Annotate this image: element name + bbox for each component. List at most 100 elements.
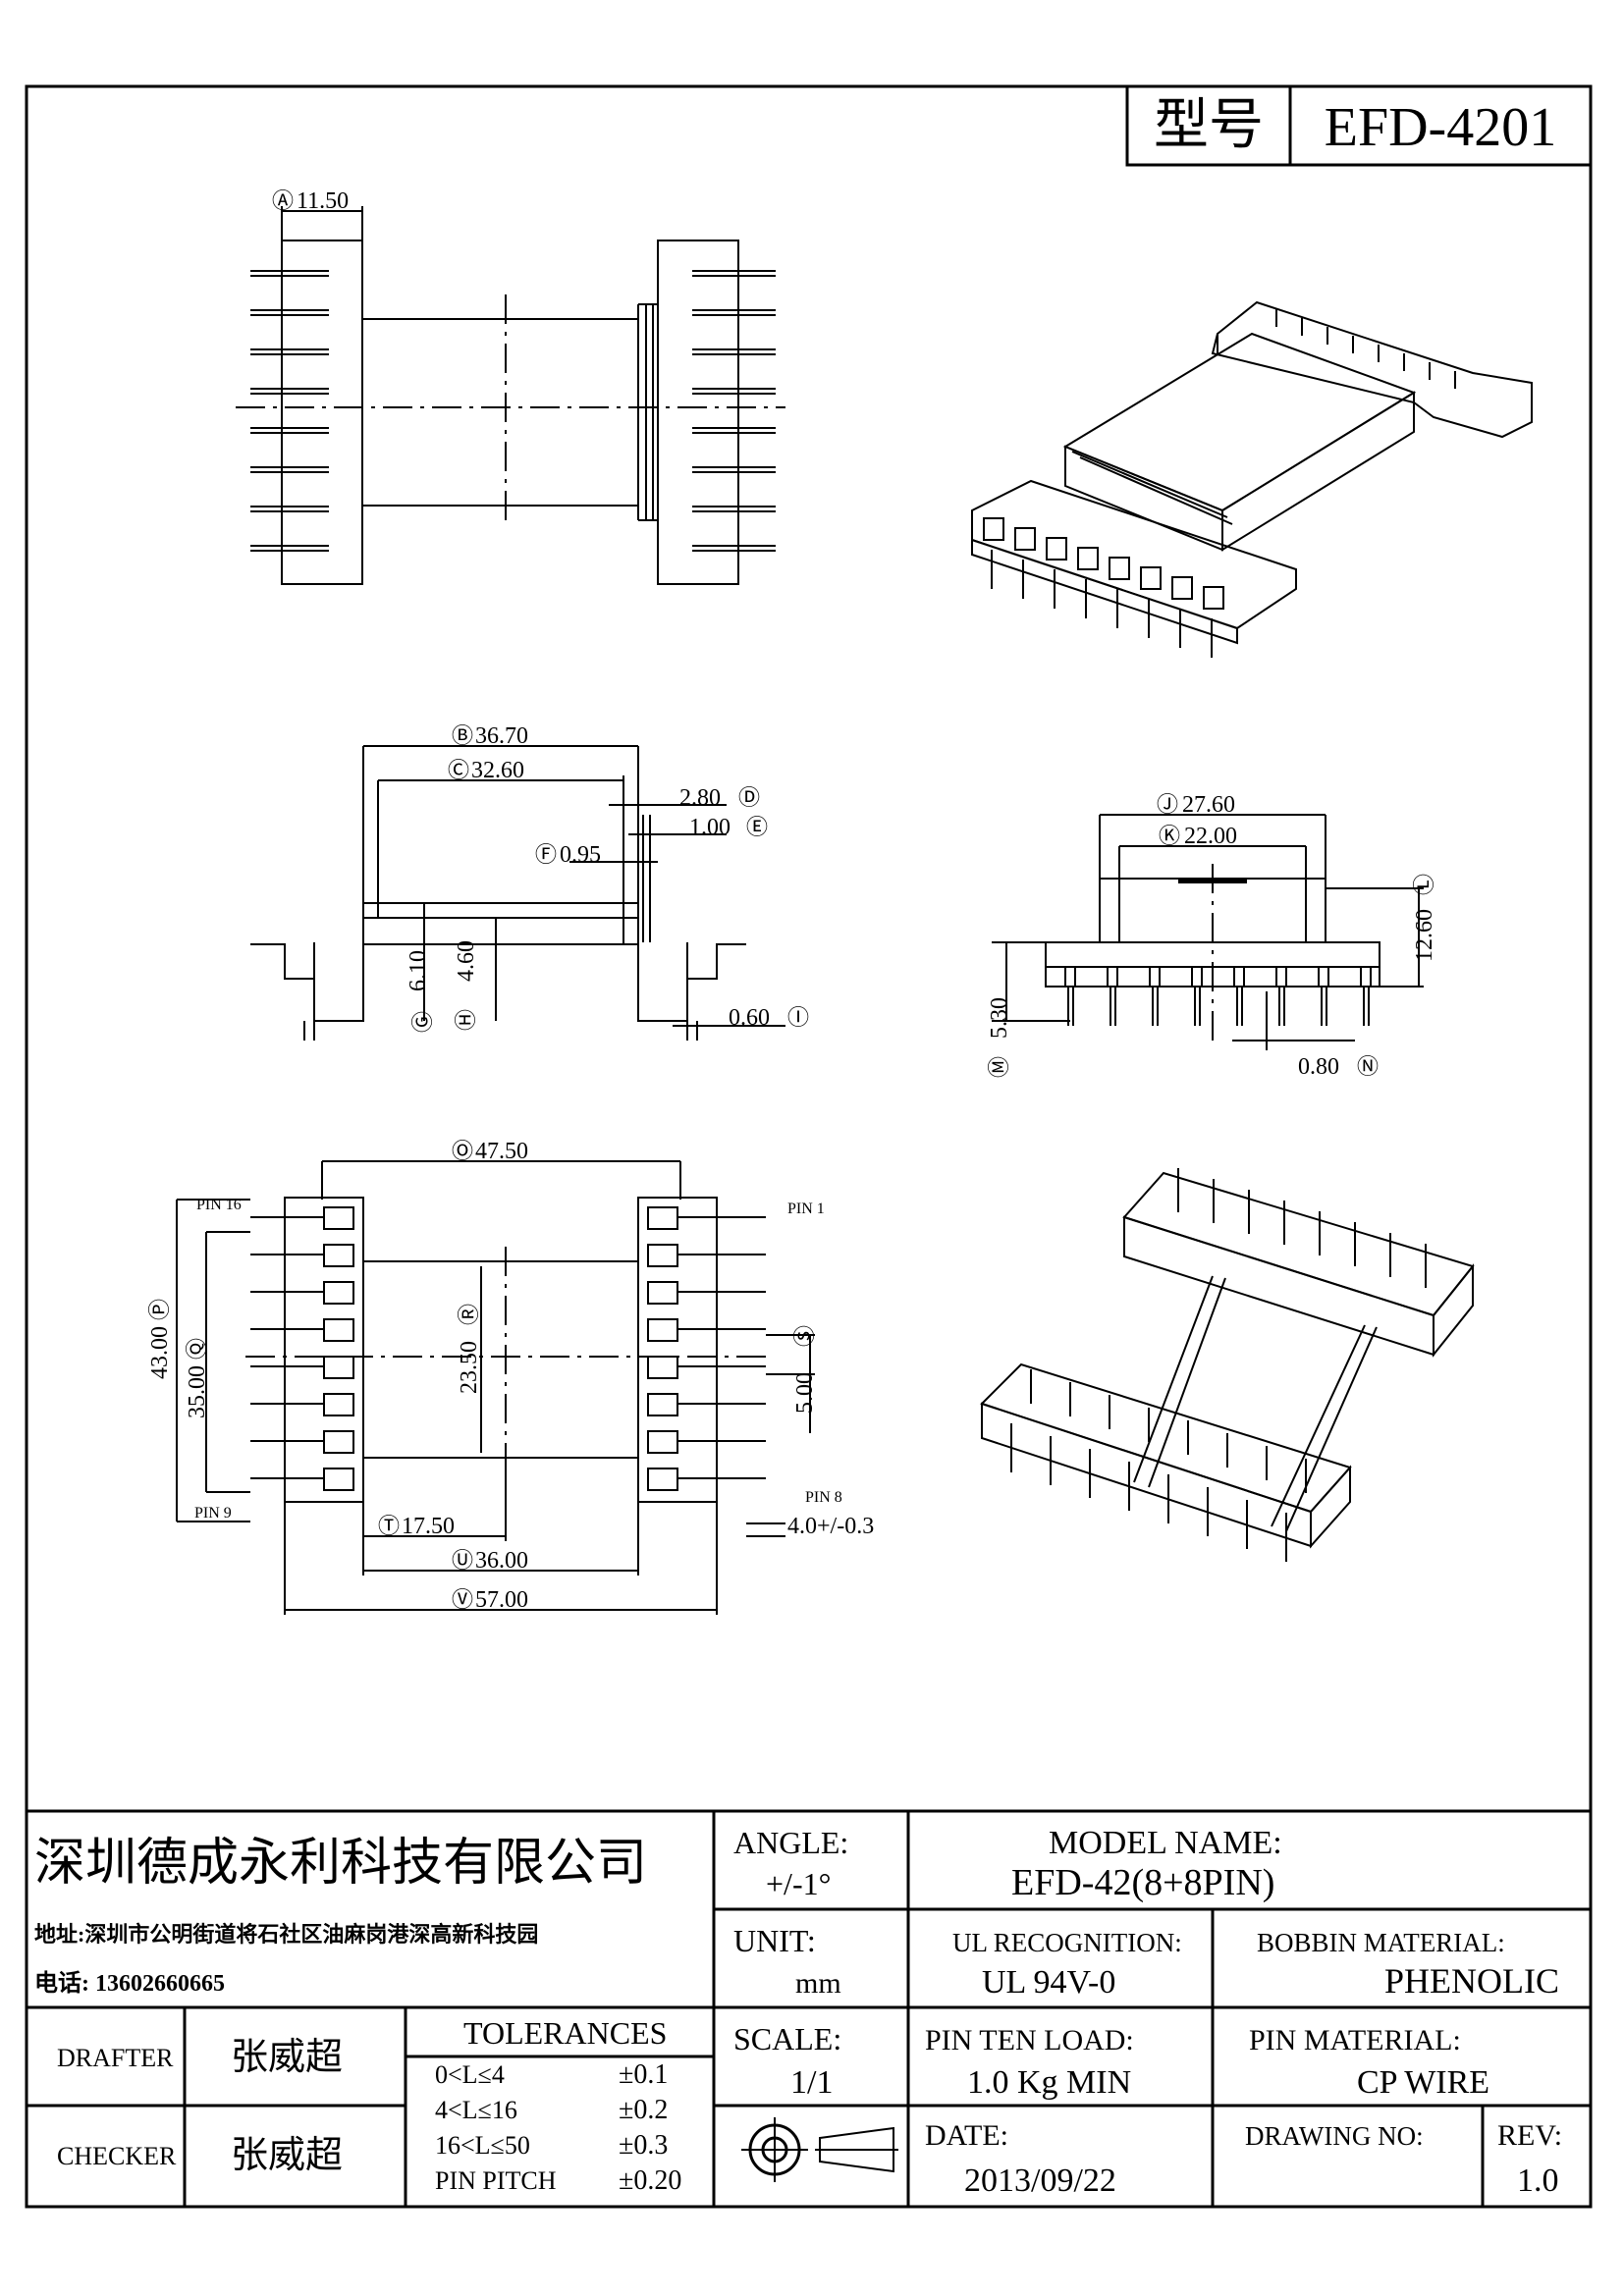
angle-value: +/-1° (766, 1866, 831, 1901)
iso1-front-slot-4 (1077, 547, 1099, 570)
pin1-label: PIN 1 (787, 1201, 825, 1217)
dim-L-mark: Ⓛ (1412, 874, 1436, 895)
unit-value: mm (795, 1967, 841, 2000)
dim-S-mark: Ⓢ (792, 1325, 817, 1347)
iso1-front-slot-3 (1046, 537, 1067, 561)
dim-pin-tol: 4.0+/-0.3 (787, 1514, 874, 1539)
drafter-name: 张威超 (231, 2037, 343, 2078)
dim-L-value: 12.60 (1412, 909, 1437, 962)
end-pin-slot-1 (1064, 966, 1076, 988)
tol-value-4: ±0.20 (619, 2165, 681, 2196)
title-block (27, 1809, 1591, 2207)
bottom-pad-right-5 (647, 1356, 678, 1379)
dim-M-mark: Ⓜ (987, 1056, 1011, 1078)
dim-U-mark: Ⓤ (452, 1548, 473, 1573)
bobbin-material-value: PHENOLIC (1384, 1961, 1559, 2001)
end-pin-slot-3 (1149, 966, 1161, 988)
dim-A-mark: Ⓐ (272, 188, 294, 213)
scale-value: 1/1 (790, 2064, 833, 2101)
bottom-pad-right-1 (647, 1206, 678, 1230)
dim-C-value: 32.60 (471, 758, 524, 783)
dim-S-value: 5.00 (792, 1372, 818, 1414)
date-value: 2013/09/22 (964, 2163, 1116, 2199)
dim-E-value: 1.00 (689, 815, 731, 840)
end-pin-slot-6 (1275, 966, 1287, 988)
bottom-view (176, 1160, 815, 1615)
bottom-pad-right-7 (647, 1430, 678, 1454)
bottom-pad-right-6 (647, 1393, 678, 1416)
dim-B-value: 36.70 (475, 723, 528, 749)
pin-ten-load-label: PIN TEN LOAD: (925, 2024, 1134, 2056)
dim-Q-mark: Ⓠ (185, 1338, 209, 1360)
bottom-pad-left-6 (323, 1393, 354, 1416)
unit-label: UNIT: (733, 1923, 816, 1958)
dim-O-mark: Ⓞ (452, 1139, 473, 1163)
dim-P-mark: Ⓟ (147, 1299, 172, 1320)
angle-label: ANGLE: (733, 1825, 848, 1860)
end-pin-slot-5 (1233, 966, 1245, 988)
bottom-pad-left-7 (323, 1430, 354, 1454)
dim-R-value: 23.50 (457, 1341, 482, 1394)
end-pin-slot-2 (1107, 966, 1118, 988)
drafter-label: DRAFTER (57, 2044, 174, 2072)
dim-M-value: 5.30 (987, 997, 1012, 1039)
bobbin-material-label: BOBBIN MATERIAL: (1257, 1928, 1505, 1957)
isometric-view-top (971, 300, 1533, 658)
pin-material-value: CP WIRE (1357, 2064, 1489, 2101)
date-label: DATE: (925, 2119, 1008, 2152)
bottom-pad-right-2 (647, 1244, 678, 1267)
dim-A-value: 11.50 (297, 188, 349, 214)
end-view (992, 814, 1424, 1050)
bottom-pad-left-1 (323, 1206, 354, 1230)
top-view (236, 206, 785, 585)
tol-range-4: PIN PITCH (435, 2166, 557, 2195)
tol-value-2: ±0.2 (619, 2095, 668, 2125)
ul-recognition-label: UL RECOGNITION: (952, 1928, 1182, 1957)
sheet-border (25, 84, 1593, 2209)
dim-I-value: 0.60 (729, 1005, 770, 1031)
rev-label: REV: (1497, 2119, 1562, 2152)
dim-F-mark: Ⓕ (535, 842, 557, 867)
dim-R-mark: Ⓡ (457, 1304, 481, 1325)
dim-J-mark: Ⓙ (1157, 792, 1178, 817)
bottom-pad-right-4 (647, 1318, 678, 1342)
part-number-box: 型号 EFD-4201 (1125, 84, 1593, 167)
dim-G-value: 6.10 (406, 950, 431, 991)
dim-V-value: 57.00 (475, 1587, 528, 1613)
bottom-pad-left-5 (323, 1356, 354, 1379)
tol-value-1: ±0.1 (619, 2059, 668, 2090)
end-pin-slot-4 (1191, 966, 1203, 988)
dim-U-value: 36.00 (475, 1548, 528, 1574)
dim-T-mark: Ⓣ (378, 1514, 400, 1538)
end-pin-slot-8 (1360, 966, 1372, 988)
part-number-label: 型号 (1154, 95, 1264, 156)
dim-Q-value: 35.00 (185, 1365, 210, 1418)
company-name: 深圳德成永利科技有限公司 (34, 1836, 647, 1892)
company-phone: 电话: 13602660665 (34, 1970, 225, 1997)
part-number-value: EFD-4201 (1325, 97, 1556, 158)
scale-label: SCALE: (733, 2021, 841, 2056)
dim-G-mark: Ⓖ (410, 1011, 435, 1033)
iso1-front-slot-7 (1171, 576, 1193, 600)
dim-K-value: 22.00 (1184, 824, 1237, 849)
model-name-value: EFD-42(8+8PIN) (1011, 1862, 1274, 1903)
iso1-front-slot-1 (983, 517, 1004, 541)
checker-label: CHECKER (57, 2142, 177, 2170)
company-address: 地址:深圳市公明街道将石社区油麻岗港深高新科技园 (34, 1922, 538, 1947)
dim-O-value: 47.50 (475, 1139, 528, 1164)
dim-N-value: 0.80 (1298, 1054, 1339, 1080)
ul-recognition-value: UL 94V-0 (982, 1964, 1115, 2001)
iso1-front-slot-5 (1109, 557, 1130, 580)
dim-P-value: 43.00 (147, 1326, 173, 1379)
tol-value-3: ±0.3 (619, 2130, 668, 2161)
pin8-label: PIN 8 (805, 1489, 842, 1506)
iso1-front-slot-8 (1203, 586, 1224, 610)
dim-D-value: 2.80 (679, 785, 721, 811)
bottom-pad-left-8 (323, 1468, 354, 1491)
model-name-label: MODEL NAME: (1049, 1825, 1282, 1861)
tol-range-2: 4<L≤16 (435, 2096, 517, 2124)
pin-ten-load-value: 1.0 Kg MIN (967, 2064, 1131, 2101)
iso1-front-slot-6 (1140, 566, 1162, 590)
bottom-pad-left-3 (323, 1281, 354, 1305)
